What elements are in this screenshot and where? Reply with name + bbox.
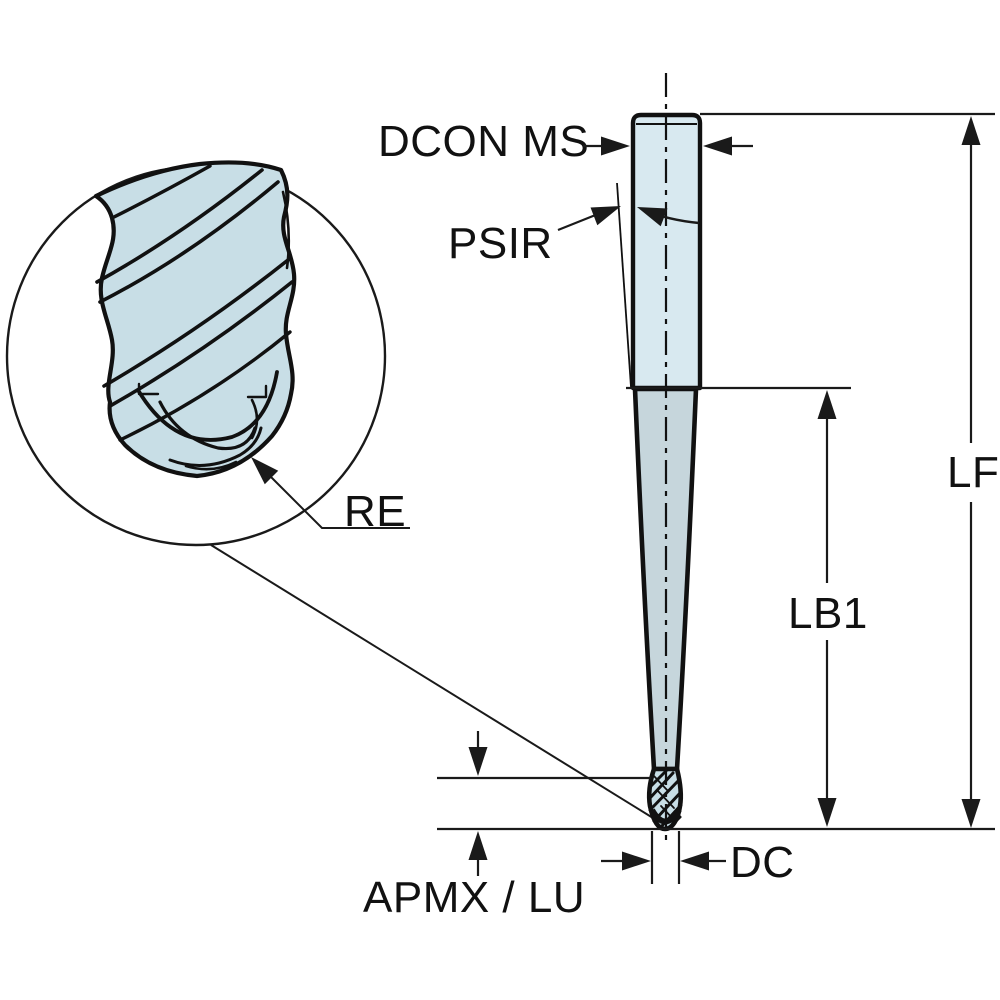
ball-edge-line: [250, 398, 259, 440]
dcon-arrowhead-right-icon: [703, 136, 732, 156]
flute-line: [118, 330, 292, 442]
dc-arrowhead-left-icon: [680, 851, 709, 871]
label-apmx-lu: APMX / LU: [363, 873, 585, 922]
gash-notch: [137, 382, 160, 396]
re-leader-line: [255, 461, 410, 529]
flute-line: [102, 258, 290, 388]
label-dcon-ms: DCON MS: [378, 117, 589, 166]
tool-silhouette: [616, 73, 703, 845]
ball-edge-line: [168, 426, 263, 467]
detail-cutter-body: [93, 160, 297, 479]
ball-edge-line: [184, 460, 238, 471]
dimension-lf: LF: [947, 116, 999, 828]
label-psir: PSIR: [448, 219, 553, 268]
apmx-arrowhead-down-icon: [468, 747, 488, 776]
dcon-arrowhead-left-icon: [601, 136, 630, 156]
label-lb1: LB1: [788, 589, 868, 638]
psir-ramp-line: [616, 182, 632, 388]
label-lf: LF: [947, 448, 999, 497]
dimension-apmx: APMX / LU: [363, 731, 585, 922]
label-dc: DC: [730, 838, 795, 887]
flute-line: [281, 190, 291, 270]
flute-line: [95, 168, 264, 284]
lb1-arrowhead-down-icon: [817, 798, 837, 827]
psir-arrowhead-icon: [590, 206, 621, 226]
lf-arrowhead-up-icon: [961, 116, 981, 145]
detail-callout-line: [210, 544, 654, 819]
dc-arrowhead-right-icon: [622, 851, 651, 871]
flute-line: [108, 280, 294, 408]
dimension-psir: PSIR: [448, 206, 700, 268]
lf-arrowhead-down-icon: [961, 799, 981, 828]
ball-edge-line: [158, 400, 257, 451]
gash-notch: [246, 384, 268, 399]
lb1-arrowhead-up-icon: [817, 390, 837, 419]
extension-lines: [437, 112, 995, 884]
detail-view-circle: RE: [5, 160, 654, 819]
apmx-arrowhead-up-icon: [468, 831, 488, 860]
flute-line: [110, 164, 212, 220]
dimension-dcon: DCON MS: [378, 117, 753, 166]
flute-line: [98, 180, 280, 304]
ball-edge-line: [136, 370, 279, 442]
psir-arc-arrowhead-icon: [637, 207, 668, 227]
label-re: RE: [344, 487, 406, 536]
dimension-dc: DC: [601, 838, 795, 887]
re-arrowhead-icon: [251, 457, 279, 485]
dimension-lb1: LB1: [788, 390, 868, 827]
